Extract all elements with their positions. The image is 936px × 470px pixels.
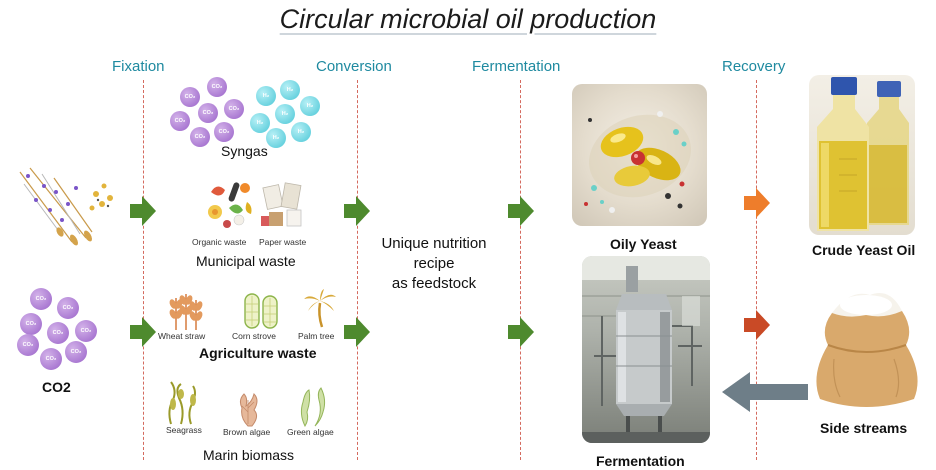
divider-recovery — [756, 80, 757, 460]
wheat-straw-icon — [169, 294, 203, 330]
fermentation-label: Fermentation — [596, 453, 685, 469]
co2-molecule: CO₂ — [20, 313, 42, 335]
brown-algae-label: Brown algae — [223, 427, 271, 437]
side-streams-sack-icon — [816, 293, 918, 407]
co2-molecule: CO₂ — [190, 127, 210, 147]
h2-molecule: H₂ — [275, 104, 295, 124]
seagrass-icon — [168, 381, 196, 425]
seagrass-label: Seagrass — [166, 425, 202, 435]
municipal-waste-label: Municipal waste — [196, 253, 296, 269]
co2-molecule: CO₂ — [170, 111, 190, 131]
co2-molecule: CO₂ — [207, 77, 227, 97]
feedstock-line-2: recipe — [413, 255, 455, 272]
green-arrow-icon — [344, 196, 370, 226]
green-arrow-icon — [130, 317, 156, 347]
co2-molecule: CO₂ — [198, 103, 218, 123]
crude-yeast-oil-label: Crude Yeast Oil — [812, 242, 916, 258]
feedstock-description: Unique nutrition recipe as feedstock — [372, 234, 496, 294]
palm-tree-label: Palm tree — [298, 331, 335, 341]
corn-strove-icon — [244, 293, 278, 329]
agriculture-waste-label: Agriculture waste — [199, 345, 317, 361]
diagram-title: Circular microbial oil production — [279, 4, 657, 34]
h2-molecule: H₂ — [250, 113, 270, 133]
oil-bottles-illustration — [817, 77, 909, 231]
divider-fermentation — [520, 80, 521, 460]
h2-molecule: H₂ — [256, 86, 276, 106]
green-arrow-icon — [508, 196, 534, 226]
co2-label: CO2 — [42, 379, 71, 395]
stage-conversion: Conversion — [316, 58, 392, 75]
co2-molecule: CO₂ — [224, 99, 244, 119]
green-arrow-icon — [508, 317, 534, 347]
co2-molecule: CO₂ — [47, 322, 69, 344]
wheat-straw-label: Wheat straw — [158, 331, 206, 341]
stage-recovery: Recovery — [722, 58, 786, 75]
stage-fermentation: Fermentation — [472, 58, 561, 75]
divider-fixation — [143, 80, 144, 460]
crude-yeast-oil-image — [809, 75, 915, 235]
co2-molecule: CO₂ — [57, 297, 79, 319]
red-arrow-icon — [744, 310, 770, 340]
co2-molecule: CO₂ — [214, 122, 234, 142]
co2-molecule: CO₂ — [30, 288, 52, 310]
side-streams-label: Side streams — [820, 420, 908, 436]
yeast-cell-illustration — [584, 111, 691, 213]
paper-waste-icon — [261, 182, 302, 227]
green-algae-label: Green algae — [287, 427, 334, 437]
green-arrow-icon — [130, 196, 156, 226]
co2-molecule: CO₂ — [180, 87, 200, 107]
h2-molecule: H₂ — [291, 122, 311, 142]
divider-conversion — [357, 80, 358, 460]
h2-molecule: H₂ — [280, 80, 300, 100]
paper-waste-label: Paper waste — [259, 237, 307, 247]
fermenter-illustration — [582, 256, 710, 443]
co2-molecule: CO₂ — [75, 320, 97, 342]
fermentation-image — [582, 256, 710, 443]
h2-molecule: H₂ — [266, 128, 286, 148]
co2-molecule: CO₂ — [40, 348, 62, 370]
marine-biomass-label: Marin biomass — [203, 447, 295, 463]
syngas-label: Syngas — [221, 143, 268, 159]
stage-fixation: Fixation — [112, 58, 165, 75]
oily-yeast-label: Oily Yeast — [610, 236, 677, 252]
h2-molecule: H₂ — [300, 96, 320, 116]
organic-waste-label: Organic waste — [192, 237, 247, 247]
green-algae-icon — [300, 387, 326, 427]
palm-tree-icon — [304, 289, 336, 328]
brown-algae-icon — [239, 393, 258, 427]
microbe-cluster-icon — [19, 167, 113, 246]
corn-strove-label: Corn strove — [232, 331, 276, 341]
feedstock-line-3: as feedstock — [391, 275, 477, 292]
gray-return-arrow-icon — [722, 372, 808, 412]
orange-arrow-icon — [744, 188, 770, 218]
co2-molecule: CO₂ — [17, 334, 39, 356]
co2-molecule: CO₂ — [65, 341, 87, 363]
feedstock-line-1: Unique nutrition — [381, 235, 487, 252]
organic-waste-icon — [208, 182, 252, 228]
green-arrow-icon — [344, 317, 370, 347]
oily-yeast-image — [572, 84, 707, 226]
